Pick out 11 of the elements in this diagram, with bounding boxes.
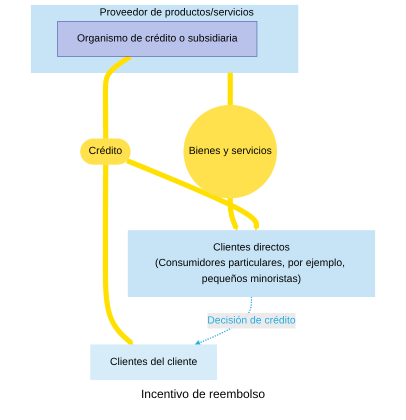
connector (102, 54, 132, 140)
arrow (228, 198, 239, 231)
edge-label: Decisión de crédito (207, 314, 296, 326)
node-box: Clientes directos (Consumidores particulares, por ejemplo, pequeños minoristas) (128, 230, 376, 298)
arrow (102, 164, 134, 346)
node-box: Organismo de crédito o subsidiaria (57, 21, 258, 57)
arrow (126, 158, 260, 231)
node-box: Clientes del cliente (90, 344, 218, 380)
note-text: Incentivo de reembolso (140, 387, 266, 401)
connector (228, 72, 233, 106)
node-circle: Bienes y servicios (184, 104, 278, 198)
